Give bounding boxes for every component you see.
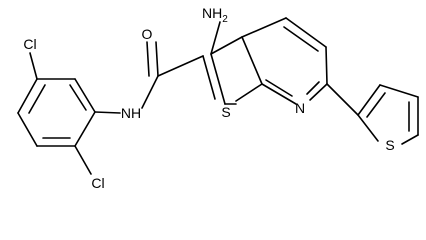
thienopyridine-sulfur-label: S [221,104,230,120]
bond [74,111,96,147]
bond [210,53,226,105]
amine-subscript: 2 [222,14,228,25]
bond [326,83,359,116]
thiophene-sulfur-label: S [385,137,394,153]
chlorine-top-label: Cl [23,36,36,52]
bond [155,41,159,77]
bond [210,36,243,55]
bond [141,75,159,109]
bond [74,145,92,175]
amine-symbol: NH [202,5,222,21]
bond [261,83,297,105]
molecule-structure: NH2 O NH S N S Cl Cl [17,5,419,191]
pyridine-nitrogen-label: N [295,100,305,116]
bond [325,46,328,85]
bond [241,17,287,38]
bond [94,111,121,114]
bond [306,81,320,95]
bond [401,134,419,145]
bond [17,112,38,147]
bond [210,21,221,55]
amine-label: NH2 [202,5,228,25]
amide-nitrogen-label: NH [121,105,141,121]
bond [265,79,293,97]
atom-labels: NH2 O NH S N S Cl Cl [23,5,394,191]
bond [235,83,263,102]
bond [146,41,150,77]
bond [309,83,328,101]
bond [69,84,87,111]
bond [202,55,216,100]
bond [283,26,319,52]
bond [285,17,327,48]
chlorine-bottom-label: Cl [91,175,104,191]
bond [241,36,263,85]
bond [357,114,379,142]
bond [157,55,204,77]
bond [379,84,419,98]
bond [74,78,96,113]
bond [28,84,46,114]
carbonyl-oxygen-label: O [142,26,153,42]
bond [17,78,38,114]
bond [29,52,38,80]
bond-set [17,17,419,175]
bond [366,92,386,118]
bond [357,84,381,116]
